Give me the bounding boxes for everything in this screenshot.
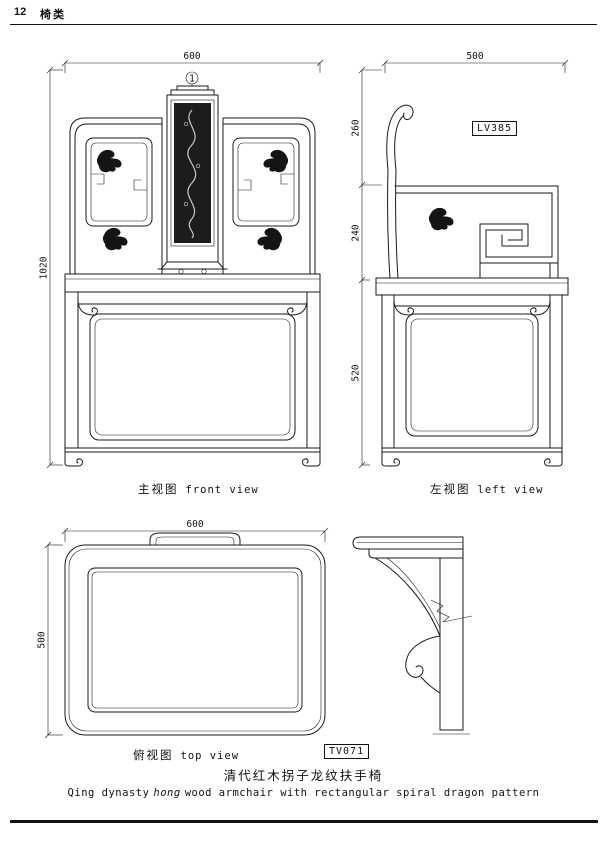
top-view-code-badge: TV071 [324,744,370,759]
caption-chinese: 清代红木拐子龙纹扶手椅 [223,769,384,783]
front-view-label-cn: 主视图 [138,484,179,496]
top-width-dim-label: 600 [186,519,203,530]
left-width-dimension: 500 [381,51,569,73]
footer-rule [10,820,598,823]
front-view-drawing: 600 1020 1 [39,51,324,469]
part-marker-1-label: 1 [189,74,195,85]
left-view-drawing: 500 260 240 520 [351,51,569,469]
top-view-label-en: top view [180,750,240,762]
front-width-dimension: 600 [61,51,324,73]
caption-en-prefix: Qing dynasty [67,787,150,799]
top-width-dimension: 600 [61,519,329,542]
seat-top-outline [64,532,326,736]
left-upper-dim-label: 260 [351,119,362,136]
carved-dragon-panel [174,103,211,243]
chair-left-outline [375,104,569,467]
front-width-dim-label: 600 [183,51,200,62]
left-view-label-en: left view [477,484,544,496]
left-view-label: 左视图 left view [430,481,543,497]
caption-en-suffix: wood armchair with rectangular spiral dr… [184,787,540,799]
front-height-dim-label: 1020 [39,256,50,279]
front-height-dimension: 1020 [39,66,63,469]
dragon-motif [263,149,289,173]
page-number: 12 [14,6,27,18]
dragon-motif [102,227,128,251]
crest-rail-section [352,536,473,735]
header-rule [10,24,597,25]
dragon-motif [96,149,122,173]
part-marker-1: 1 [185,71,199,86]
top-view-drawing: 600 500 [37,519,329,739]
dragon-motif [257,227,283,251]
front-view-label-en: front view [185,484,259,496]
left-lower-dim-label: 520 [351,364,362,381]
top-view-label: 俯视图 top view [133,747,239,763]
top-view-label-cn: 俯视图 [133,750,174,762]
dragon-motif [428,207,454,231]
left-height-dimensions: 260 240 520 [351,66,382,469]
front-view-label: 主视图 front view [138,481,259,497]
left-view-label-cn: 左视图 [430,484,471,496]
top-depth-dim-label: 500 [37,631,48,648]
top-depth-dimension: 500 [37,541,63,739]
left-view-code-badge: LV385 [472,121,518,136]
page-category: 椅类 [40,9,66,21]
left-middle-dim-label: 240 [351,224,362,241]
caption-en-italic: hong [153,787,181,799]
detail-section-drawing [352,536,473,735]
chair-front-outline [64,85,321,467]
left-width-dim-label: 500 [466,51,483,62]
